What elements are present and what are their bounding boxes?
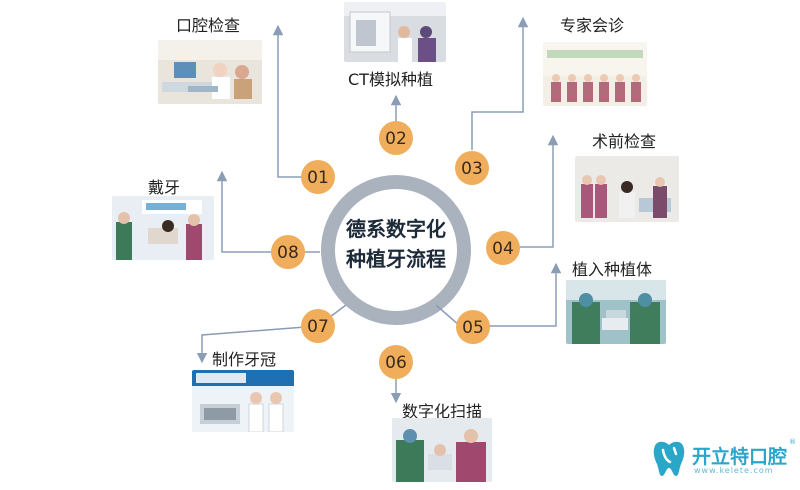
photo-crown-making [192, 370, 294, 432]
center-title-line2: 种植牙流程 [346, 247, 446, 271]
step-label-08: 戴牙 [148, 178, 181, 197]
step-number-04: 04 [492, 239, 514, 259]
connector-03 [471, 16, 529, 150]
photo-digital-scan [392, 418, 492, 482]
step-label-05: 植入种植体 [572, 260, 653, 279]
step-number-08: 08 [277, 243, 299, 263]
photo-implant-surgery [566, 280, 666, 344]
center-ring [321, 175, 471, 325]
connector-01 [272, 24, 333, 178]
step-number-07: 07 [307, 317, 329, 337]
step-number-06: 06 [385, 353, 407, 373]
step-node-04 [486, 231, 520, 265]
photo-ct [344, 2, 446, 62]
step-node-03 [455, 151, 489, 185]
step-label-07: 制作牙冠 [212, 350, 277, 369]
step-label-03: 专家会诊 [560, 16, 625, 35]
photo-oral-exam [158, 40, 262, 104]
step-node-01 [301, 160, 335, 194]
step-number-03: 03 [461, 159, 483, 179]
brand-logo: 开立特口腔 ® www.kelete.com [650, 438, 796, 478]
brand-registered-mark: ® [789, 438, 796, 446]
step-number-05: 05 [462, 318, 484, 338]
step-node-05 [456, 310, 490, 344]
step-node-07 [301, 309, 335, 343]
step-number-02: 02 [385, 129, 407, 149]
step-label-06: 数字化扫描 [402, 402, 483, 421]
step-number-01: 01 [307, 168, 329, 188]
photo-wearing-teeth [112, 196, 214, 260]
connector-04 [520, 134, 559, 248]
connector-07 [196, 304, 347, 364]
step-label-01: 口腔检查 [176, 16, 241, 35]
brand-name: 开立特口腔 [692, 446, 788, 468]
step-label-04: 术前检查 [592, 132, 657, 151]
center-title-line1: 德系数字化 [346, 217, 446, 241]
step-label-02: CT模拟种植 [348, 70, 433, 89]
center-title: 德系数字化 种植牙流程 [330, 214, 462, 274]
step-node-08 [271, 235, 305, 269]
photo-expert-consultation [543, 42, 647, 106]
photo-preop-check [575, 156, 679, 222]
step-node-02 [379, 121, 413, 155]
brand-url: www.kelete.com [694, 466, 774, 475]
step-node-06 [379, 345, 413, 379]
tooth-icon [653, 441, 685, 476]
connector-05 [435, 262, 562, 327]
